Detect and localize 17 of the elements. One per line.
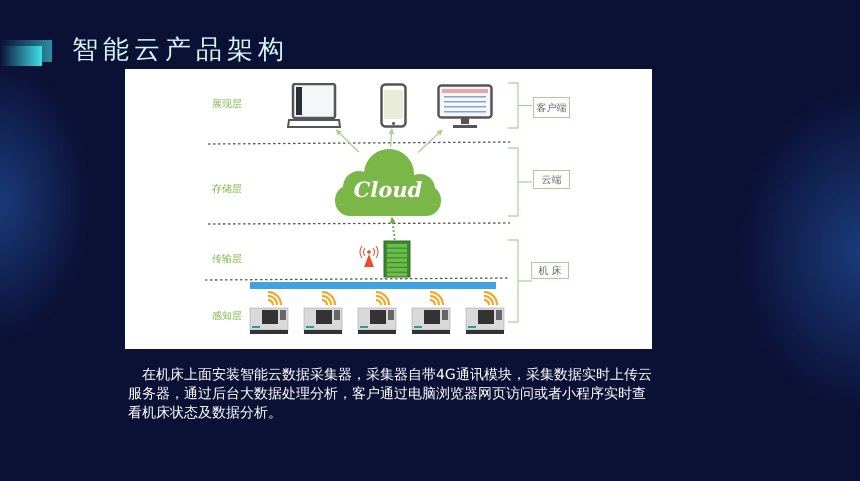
layer-label: 感知层: [212, 310, 242, 323]
layer-label: 存储层: [212, 182, 242, 196]
layer-label: 传输层: [212, 253, 242, 266]
tier-label-box: 机 床: [531, 262, 569, 279]
arrow: [388, 128, 394, 148]
caption: 在机床上面安装智能云数据采集器，采集器自带4G通讯模块，采集数据实时上传云服务器，通过后台大数据处理分析，客户通过电脑浏览器网页访问或者小程序实时查看机床状态及数据分析。: [128, 366, 653, 423]
arrow: [336, 129, 360, 153]
slide-title: 智能云产品架构: [72, 34, 289, 67]
arrow: [390, 216, 396, 240]
monitor-icon: [437, 84, 493, 129]
phone-icon: [380, 83, 407, 128]
laptop-icon: [287, 83, 341, 129]
layer-label: 展现层: [212, 98, 242, 111]
arrow: [418, 129, 443, 153]
server-icon: [383, 240, 411, 279]
tier-label-box: 客户端: [533, 97, 570, 118]
tier-label-box: 云端: [533, 170, 570, 189]
